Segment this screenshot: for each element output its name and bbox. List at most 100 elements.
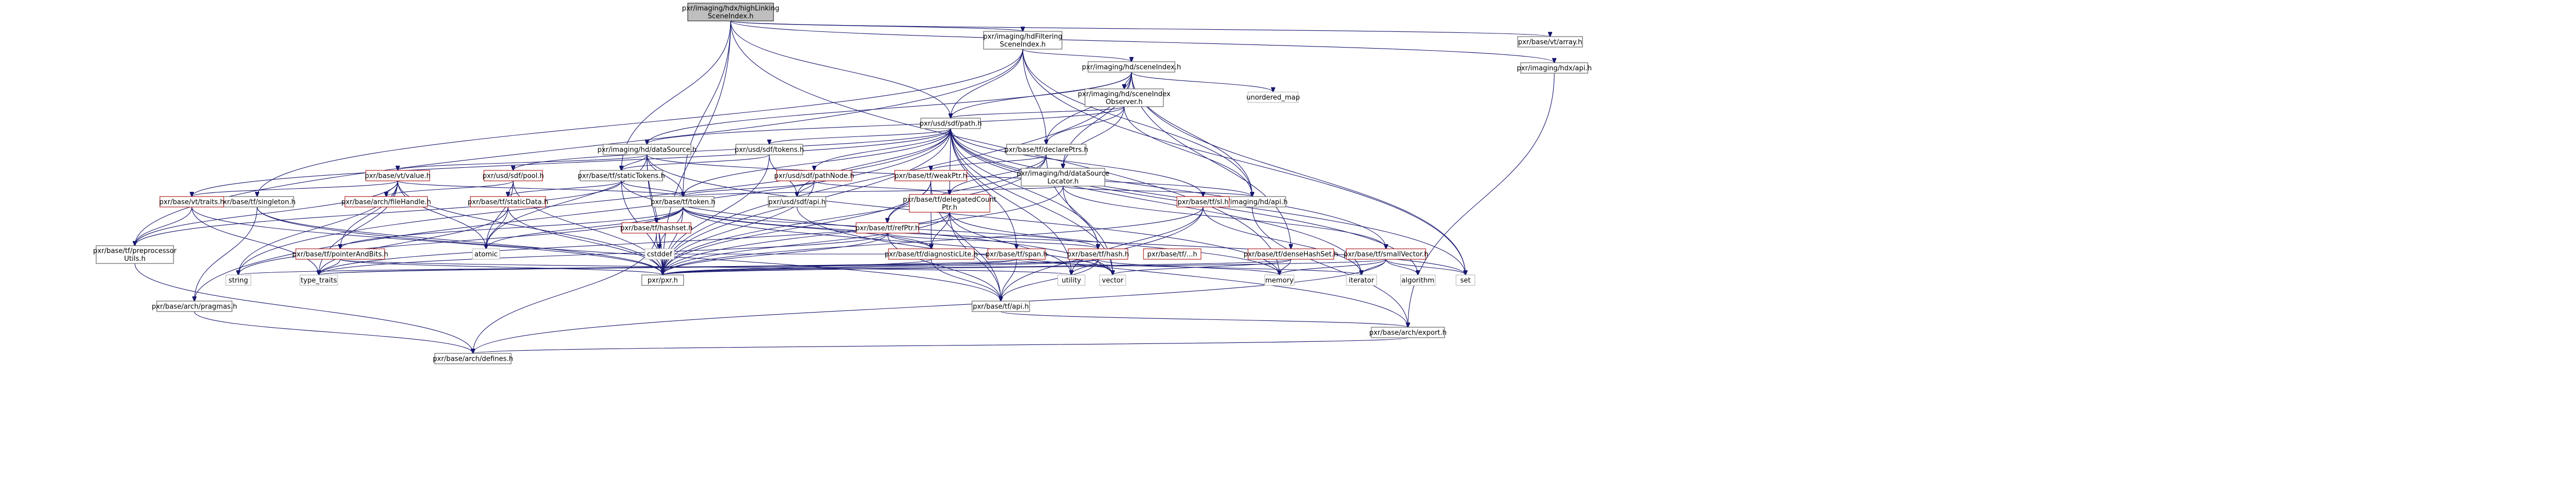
edge-tftoken-to-pxrh <box>663 206 684 275</box>
node-label: SceneIndex.h <box>708 13 754 20</box>
node-label: pxr/imaging/hd/dataSource <box>1016 170 1109 178</box>
node-box <box>1143 248 1202 260</box>
edge-statictokens-to-preprocessor <box>135 180 622 246</box>
edge-locator-to-tftoken <box>683 186 1064 197</box>
node-staticdata[interactable]: pxr/base/tf/staticData.h <box>468 196 548 208</box>
edge-span-to-type_traits <box>319 259 1017 275</box>
node-datasource[interactable]: pxr/imaging/hd/dataSource.h <box>597 144 697 155</box>
node-label: pxr/imaging/hdx/api.h <box>1517 65 1591 73</box>
node-box <box>644 248 675 260</box>
node-label: Observer.h <box>1106 98 1143 106</box>
node-densehashset[interactable]: pxr/base/tf/denseHashSet.h <box>1244 248 1338 260</box>
node-box <box>920 118 981 129</box>
node-tfsl[interactable]: pxr/base/tf/sl.h <box>1176 196 1230 208</box>
node-label: pxr/base/tf/api.h <box>973 303 1029 311</box>
node-smallvector[interactable]: pxr/base/tf/smallVector.h <box>1344 248 1428 260</box>
node-atomic: atomic <box>472 248 500 260</box>
node-box <box>1520 62 1588 74</box>
edge-root-to-sdfpath <box>730 20 951 118</box>
edge-datasource-to-statictokens <box>621 154 648 170</box>
node-refptr[interactable]: pxr/base/tf/refPtr.h <box>856 222 919 234</box>
node-label: pxr/usd/sdf/tokens.h <box>735 146 804 154</box>
node-box <box>295 248 385 260</box>
node-label: pxr/imaging/hd/api.h <box>1217 199 1288 206</box>
edge-root-to-hdxapi <box>730 20 1554 63</box>
node-pointerandbits[interactable]: pxr/base/tf/pointerAndBits.h <box>292 248 388 260</box>
node-vtvalue[interactable]: pxr/base/vt/value.h <box>365 170 431 181</box>
node-label: Ptr.h <box>942 204 957 212</box>
edge-root-to-filtering <box>730 20 1023 31</box>
node-tfcall[interactable]: pxr/base/tf/...h <box>1143 248 1202 260</box>
node-sceneindex[interactable]: pxr/imaging/hd/sceneIndex.h <box>1082 61 1181 73</box>
node-box <box>1346 248 1426 260</box>
node-box <box>1006 144 1087 155</box>
node-tfhashset[interactable]: pxr/base/tf/hashset.h <box>620 222 693 234</box>
edge-observer-to-sdfpath <box>951 106 1125 118</box>
node-box <box>687 3 774 21</box>
node-tfapi[interactable]: pxr/base/tf/api.h <box>972 301 1030 312</box>
edge-delegated-to-tfapi <box>949 212 1001 301</box>
node-array[interactable]: pxr/base/vt/array.h <box>1517 36 1583 48</box>
node-pxrh[interactable]: pxr/pxr.h <box>641 274 684 286</box>
node-label: pxr/usd/sdf/path.h <box>919 120 981 128</box>
node-declareptrs[interactable]: pxr/base/tf/declarePtrs.h <box>1004 144 1089 155</box>
node-label: memory <box>1265 277 1294 285</box>
node-traits[interactable]: pxr/base/vt/traits.h <box>159 196 224 208</box>
node-label: pxr/imaging/hd/sceneIndex.h <box>1082 64 1181 72</box>
node-span[interactable]: pxr/base/tf/span.h <box>986 248 1048 260</box>
edge-filtering-to-sdfpath <box>951 49 1023 118</box>
node-box <box>1088 61 1175 73</box>
node-label: pxr/base/tf/hash.h <box>1067 251 1129 259</box>
node-archdefines[interactable]: pxr/base/arch/defines.h <box>433 353 513 364</box>
node-archexport[interactable]: pxr/base/arch/export.h <box>1369 327 1447 338</box>
node-tftoken[interactable]: pxr/base/tf/token.h <box>651 196 715 208</box>
node-arfilehandle[interactable]: pxr/base/arch/fileHandle.h <box>341 196 431 208</box>
node-sdfpath[interactable]: pxr/usd/sdf/path.h <box>919 118 982 129</box>
edge-refptr-to-tfdiagnosticlite <box>887 233 931 249</box>
node-label: pxr/imaging/hd/sceneIndex <box>1078 90 1171 98</box>
edge-vtvalue-to-traits <box>192 180 398 197</box>
node-label: pxr/base/tf/diagnosticLite.h <box>885 251 978 259</box>
node-box <box>225 274 251 286</box>
node-sdfapi[interactable]: pxr/usd/sdf/api.h <box>768 196 826 208</box>
node-box <box>735 144 803 155</box>
node-tfdiagnosticlite[interactable]: pxr/base/tf/diagnosticLite.h <box>885 248 978 260</box>
node-tfhash[interactable]: pxr/base/tf/hash.h <box>1067 248 1129 260</box>
node-box <box>652 196 714 208</box>
node-label: pxr/base/arch/defines.h <box>433 355 513 363</box>
edge-sdfpath-to-utility <box>950 128 1071 275</box>
edge-vtvalue-to-preprocessor <box>135 180 398 246</box>
edge-traits-to-pxrh <box>191 206 663 275</box>
node-sdftokens[interactable]: pxr/usd/sdf/tokens.h <box>735 144 804 155</box>
node-singleton[interactable]: pxr/base/tf/singleton.h <box>218 196 296 208</box>
node-label: pxr/base/tf/token.h <box>651 199 715 206</box>
node-pathnode[interactable]: pxr/usd/sdf/pathNode.h <box>774 170 854 181</box>
node-label: vector <box>1102 277 1124 285</box>
dependency-edges <box>135 20 1554 353</box>
edge-declareptrs-to-weakptr <box>931 154 1047 170</box>
node-statictokens[interactable]: pxr/base/tf/staticTokens.h <box>578 170 665 181</box>
node-pool[interactable]: pxr/usd/sdf/pool.h <box>482 170 544 181</box>
node-box <box>856 222 919 234</box>
edge-tfsl-to-utility <box>1071 206 1204 275</box>
node-label: pxr/base/tf/hashset.h <box>620 225 693 233</box>
node-label: pxr/base/tf/delegatedCount <box>903 196 996 204</box>
node-label: pxr/base/arch/export.h <box>1369 329 1447 337</box>
node-weakptr[interactable]: pxr/base/tf/weakPtr.h <box>894 170 967 181</box>
edge-traits-to-preprocessor <box>135 206 192 246</box>
node-pragmas[interactable]: pxr/base/arch/pragmas.h <box>152 301 237 312</box>
node-hdxapi[interactable]: pxr/imaging/hdx/api.h <box>1517 62 1592 74</box>
node-box <box>1247 248 1334 260</box>
node-box <box>641 274 684 286</box>
node-label: pxr/base/tf/staticData.h <box>468 199 548 206</box>
node-label: cstddef <box>647 251 673 259</box>
node-utility: utility <box>1057 274 1085 286</box>
node-label: algorithm <box>1402 277 1435 285</box>
